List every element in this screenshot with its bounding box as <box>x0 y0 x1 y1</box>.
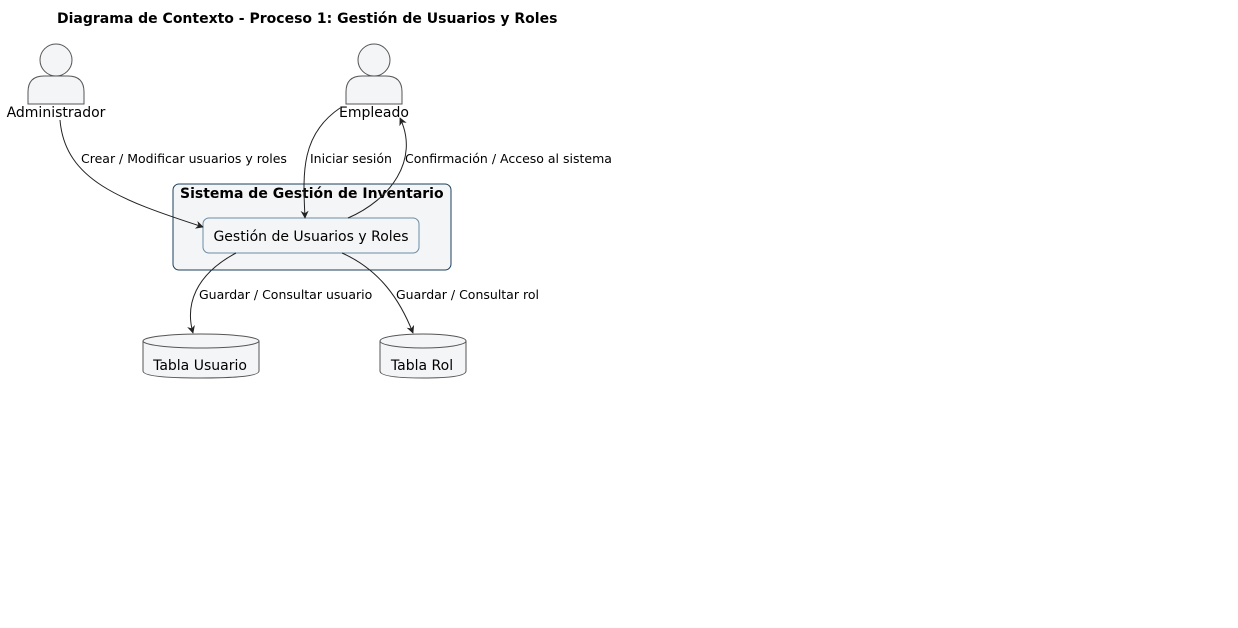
process-label: Gestión de Usuarios y Roles <box>213 229 408 245</box>
actor-label-empleado: Empleado <box>339 105 409 121</box>
actor-label-administrador: Administrador <box>7 105 106 121</box>
flow-label-employee-to-process: Iniciar sesión <box>310 151 392 166</box>
flow-label-process-to-users: Guardar / Consultar usuario <box>199 287 372 302</box>
flow-label-admin-to-process: Crear / Modificar usuarios y roles <box>81 151 287 166</box>
database-tabla-usuario: Tabla Usuario <box>142 333 260 379</box>
arrow-process-to-users <box>187 252 237 334</box>
database-label-rol: Tabla Rol <box>390 358 453 374</box>
arrow-employee-to-process <box>300 107 341 219</box>
process-node: Gestión de Usuarios y Roles <box>202 217 420 254</box>
database-label-usuario: Tabla Usuario <box>152 358 247 374</box>
actor-empleado: Empleado <box>339 43 409 121</box>
arrow-process-to-roles <box>341 252 415 334</box>
person-icon <box>27 43 85 105</box>
arrow-process-to-employee <box>347 117 407 219</box>
person-icon <box>345 43 403 105</box>
arrow-admin-to-process <box>59 119 204 229</box>
actor-administrador: Administrador <box>7 43 106 121</box>
flow-label-process-to-employee: Confirmación / Acceso al sistema <box>405 151 612 166</box>
diagram-title: Diagrama de Contexto - Proceso 1: Gestió… <box>57 11 557 27</box>
database-tabla-rol: Tabla Rol <box>379 333 467 379</box>
flow-label-process-to-roles: Guardar / Consultar rol <box>396 287 539 302</box>
database-icon <box>379 333 467 379</box>
database-icon <box>142 333 260 379</box>
system-label: Sistema de Gestión de Inventario <box>180 186 444 202</box>
